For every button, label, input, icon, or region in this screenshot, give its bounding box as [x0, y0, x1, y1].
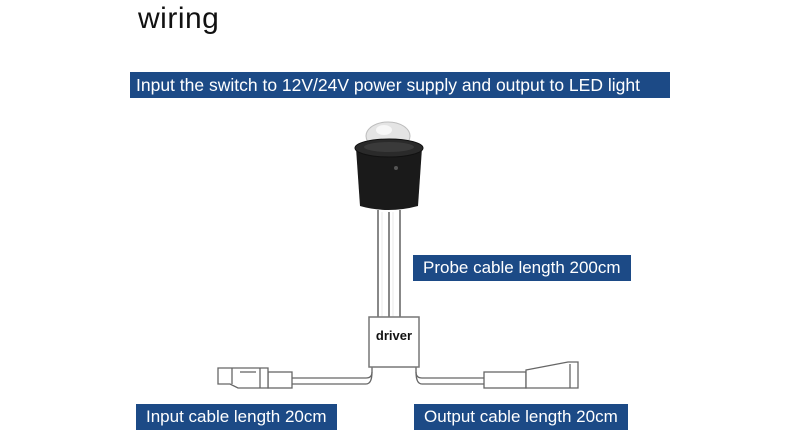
driver-box: [368, 316, 420, 368]
output-cable: [415, 371, 484, 385]
page-title: wiring: [138, 2, 220, 35]
pir-sensor: [354, 121, 424, 210]
input-cable: [292, 371, 373, 385]
driver-label: driver: [375, 328, 413, 343]
output-connector: [483, 361, 579, 389]
probe-cables: [377, 210, 401, 318]
probe-cable-label: Probe cable length 200cm: [413, 255, 631, 281]
input-cable-label: Input cable length 20cm: [136, 404, 337, 430]
output-cable-label: Output cable length 20cm: [414, 404, 628, 430]
input-connector: [217, 367, 293, 389]
wiring-instruction-banner: Input the switch to 12V/24V power supply…: [130, 72, 670, 98]
